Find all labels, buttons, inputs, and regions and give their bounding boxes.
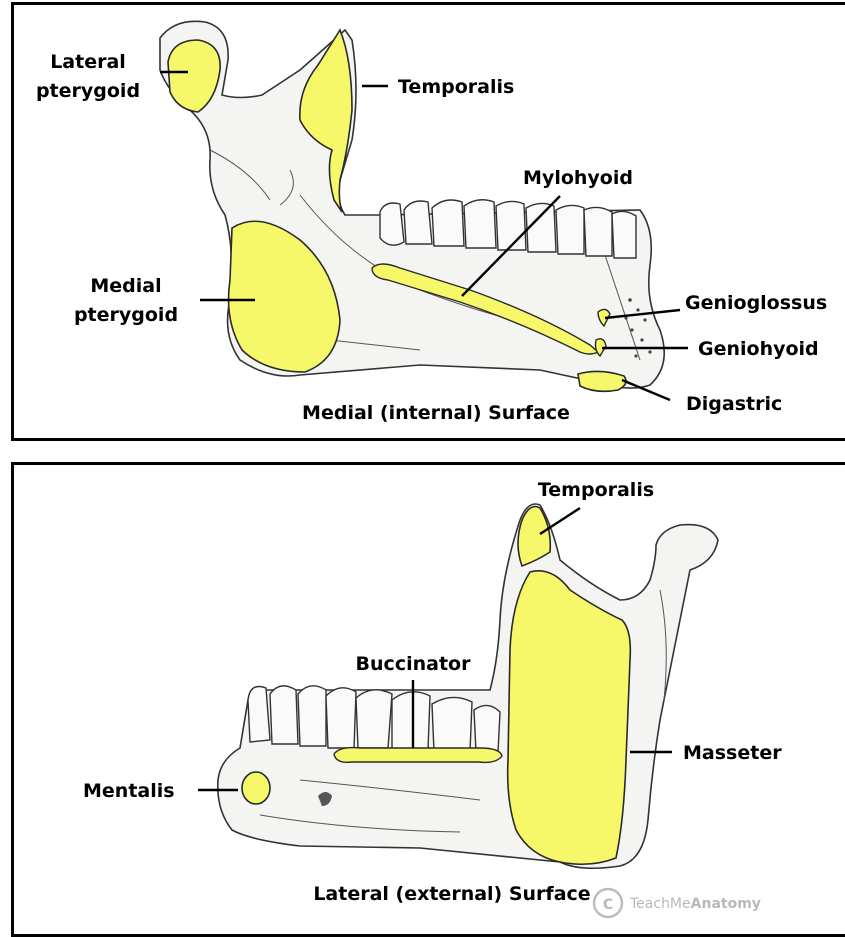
digastric-fossa-attachment bbox=[578, 371, 626, 391]
label-medial-pterygoid-line1: Medial bbox=[90, 275, 161, 297]
caption-medial-surface: Medial (internal) Surface bbox=[302, 402, 570, 424]
label-temporalis-medial: Temporalis bbox=[398, 76, 514, 98]
label-lateral-pterygoid-line2: pterygoid bbox=[36, 80, 140, 102]
label-lateral-pterygoid-line1: Lateral bbox=[50, 51, 126, 73]
label-digastric: Digastric bbox=[686, 393, 782, 415]
label-mylohyoid: Mylohyoid bbox=[523, 167, 633, 189]
label-medial-pterygoid-line2: pterygoid bbox=[74, 304, 178, 326]
label-geniohyoid: Geniohyoid bbox=[698, 338, 819, 360]
lateral-surface-panel bbox=[11, 462, 845, 937]
label-genioglossus: Genioglossus bbox=[685, 292, 827, 314]
